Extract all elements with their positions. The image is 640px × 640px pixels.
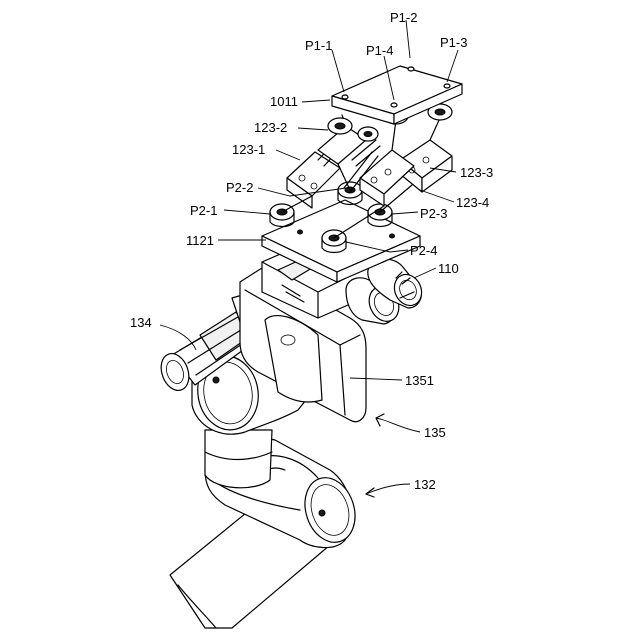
label-p1-4: P1-4: [366, 43, 393, 58]
label-135: 135: [424, 425, 446, 440]
upper-joint-left: [328, 118, 352, 134]
label-p2-1: P2-1: [190, 203, 217, 218]
label-p1-3: P1-3: [440, 35, 467, 50]
label-p1-2: P1-2: [390, 10, 417, 25]
label-p2-3: P2-3: [420, 206, 447, 221]
upper-arm-link: [205, 430, 272, 488]
label-123-1: 123-1: [232, 142, 265, 157]
label-132: 132: [414, 477, 436, 492]
label-1011: 1011: [270, 94, 298, 109]
label-1121: 1121: [186, 233, 214, 248]
label-p1-1: P1-1: [305, 38, 332, 53]
label-134: 134: [130, 315, 152, 330]
label-1351: 1351: [405, 373, 434, 388]
label-p2-2: P2-2: [226, 180, 253, 195]
label-123-2: 123-2: [254, 120, 287, 135]
upper-joint-back: [358, 127, 378, 141]
label-110: 110: [438, 261, 459, 276]
label-p2-4: P2-4: [410, 243, 437, 258]
label-123-4: 123-4: [456, 195, 489, 210]
label-123-3: 123-3: [460, 165, 493, 180]
